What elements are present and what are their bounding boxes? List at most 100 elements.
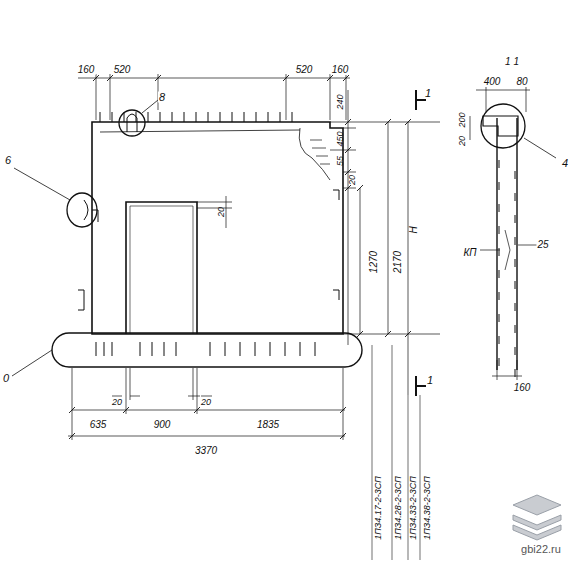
anchor-bar (225, 342, 226, 356)
dimension: 20 (458, 135, 467, 147)
drawing-stroke (513, 495, 561, 540)
dimension: 20 (217, 206, 226, 218)
anchor-bar (164, 342, 165, 356)
dimension: H (409, 225, 419, 234)
dimension: 520 (295, 65, 314, 75)
drawing-stroke (100, 112, 292, 122)
drawing-stroke (52, 333, 362, 367)
rebar-mark (499, 336, 500, 344)
drawing-stroke (513, 525, 561, 540)
drawing-stroke (142, 100, 158, 113)
section-title: 1 1 (504, 57, 520, 67)
rebar-mark (515, 347, 516, 355)
anchor-bar (152, 342, 153, 356)
section-mark: 1 (426, 375, 434, 386)
drawing-stroke (499, 160, 515, 377)
drawing-stroke (100, 130, 300, 132)
anchor-bar (160, 112, 161, 122)
drawing-stroke (126, 202, 197, 334)
drawing-stroke (481, 104, 525, 148)
drawing-stroke (197, 196, 232, 228)
anchor-bar (256, 112, 257, 122)
dimension: 520 (113, 65, 132, 75)
dimension: 1835 (256, 420, 280, 430)
drawing-stroke (299, 128, 330, 180)
drawing-stroke (480, 245, 540, 250)
drawing-stroke (497, 118, 517, 370)
dimension: 25 (536, 240, 549, 250)
watermark: gbi22.ru (520, 544, 562, 555)
rebar-mark (515, 215, 516, 223)
anchor-bar (280, 112, 281, 122)
callout-number: 0 (2, 373, 10, 384)
callout-number: 6 (4, 155, 12, 166)
anchor-bar (140, 342, 141, 356)
rebar-mark (515, 171, 516, 179)
rebar-mark (515, 237, 516, 245)
anchor-bar (244, 112, 245, 122)
drawing-stroke (92, 122, 343, 334)
rebar-mark (499, 292, 500, 300)
rebar-mark (515, 325, 516, 333)
anchor-bar (220, 112, 221, 122)
drawing-stroke (310, 140, 330, 164)
anchor-bar (240, 342, 241, 356)
rebar-mark (515, 193, 516, 201)
anchor-bar (172, 112, 173, 122)
drawing-stroke (12, 350, 52, 376)
drawing-stroke (96, 342, 315, 356)
anchor-bar (285, 342, 286, 356)
dimension: 20 (200, 398, 212, 407)
dimension: 450 (336, 130, 345, 147)
anchor-bar (196, 112, 197, 122)
anchor-bar (100, 112, 101, 122)
dimension: 635 (89, 420, 108, 430)
drawing-stroke (67, 193, 97, 227)
anchor-bar (104, 342, 105, 356)
dimension: 3370 (194, 446, 218, 456)
drawing-stroke (14, 168, 70, 200)
anchor-bar (208, 112, 209, 122)
dimension: 80 (515, 77, 528, 87)
anchor-bar (315, 342, 316, 356)
anchor-bar (300, 342, 301, 356)
rebar-mark (515, 303, 516, 311)
rebar-mark (515, 281, 516, 289)
rebar-mark (499, 204, 500, 212)
part-mark: 1ПЗ4.28-2-3СП (394, 475, 403, 541)
dimension: 900 (153, 420, 172, 430)
dimension: 20 (111, 398, 123, 407)
anchor-bar (268, 112, 269, 122)
drawing-stroke (505, 230, 510, 270)
drawing-stroke (416, 90, 426, 396)
anchor-bar (210, 342, 211, 356)
dimension: 400 (483, 77, 502, 87)
drawing-stroke (127, 114, 137, 132)
dimension: 160 (77, 65, 96, 75)
rebar-mark (499, 270, 500, 278)
rebar-mark (499, 160, 500, 168)
rebar-mark (499, 314, 500, 322)
drawing-stroke (119, 110, 145, 136)
drawing-stroke (372, 345, 420, 560)
anchor-bar (270, 342, 271, 356)
anchor-bar (112, 112, 113, 122)
dimension: 20 (348, 174, 357, 186)
drawing-stroke (345, 119, 411, 337)
drawing-stroke (470, 86, 530, 140)
part-mark: 1ПЗ4.17-2-3СП (374, 475, 383, 541)
drawing-stroke (524, 138, 556, 158)
dimension: 160 (513, 383, 532, 393)
dimension: 2170 (393, 250, 403, 274)
rebar-mark (499, 358, 500, 366)
anchor-bar (96, 342, 97, 356)
dimension: 55 (336, 155, 345, 167)
drawing-stroke (84, 200, 88, 220)
drawing-stroke (483, 116, 518, 136)
part-mark: 1ПЗ4.33-2-3СП (409, 475, 418, 541)
drawing-stroke (68, 368, 345, 440)
drawing-stroke (330, 90, 440, 395)
drawing-stroke (130, 206, 193, 334)
rebar-mark (515, 259, 516, 267)
dimension: 240 (336, 93, 345, 110)
